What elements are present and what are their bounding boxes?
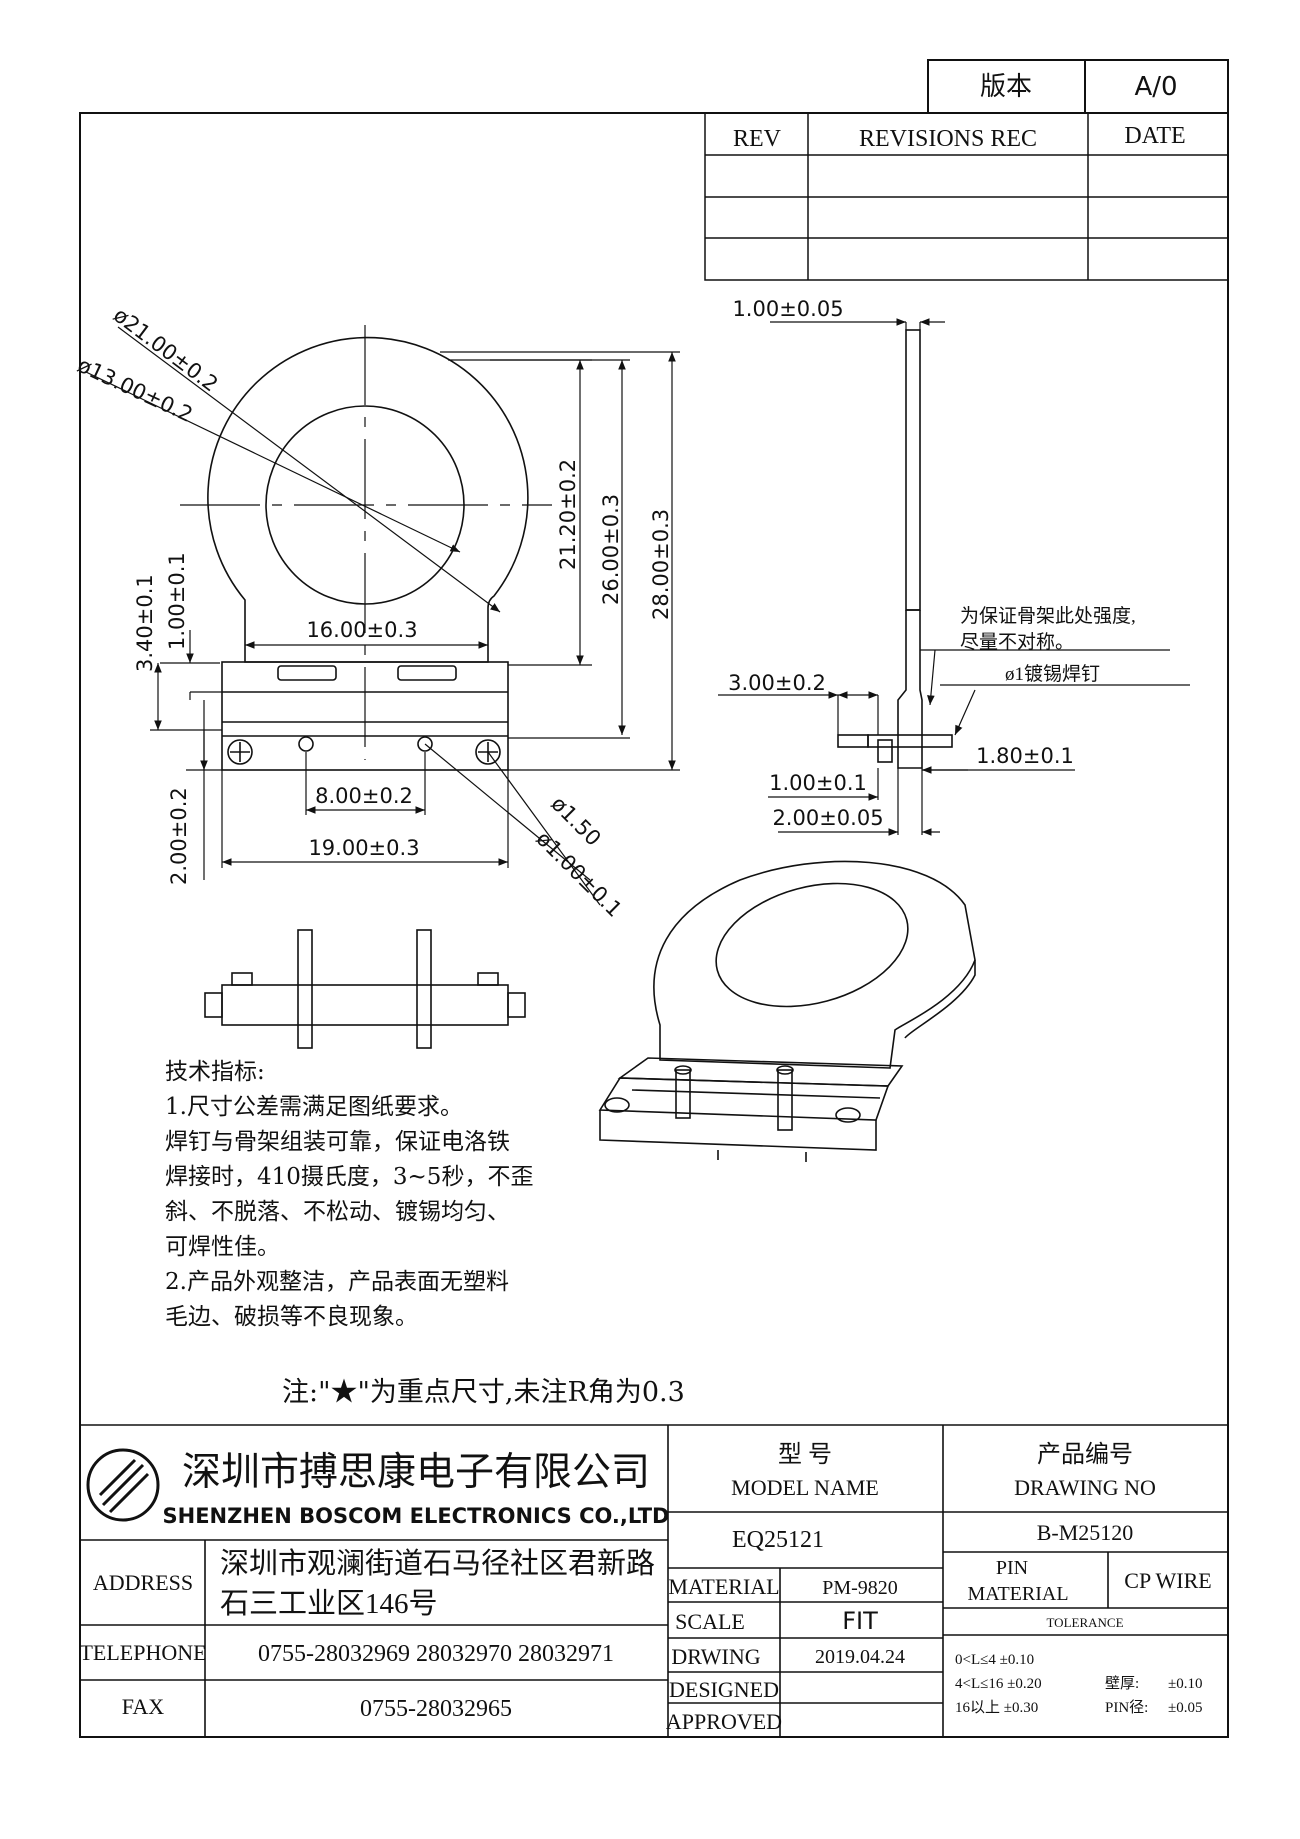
isometric-view (598, 860, 976, 1162)
dim-width-16: 16.00±0.3 (306, 618, 417, 642)
drwing-value: 2019.04.24 (815, 1646, 905, 1668)
dim-height-26: 26.00±0.3 (599, 494, 623, 605)
title-block-lines (80, 1424, 1228, 1737)
drawing-label-cn: 产品编号 (1037, 1441, 1133, 1468)
dim-width-1: 1.00±0.1 (769, 771, 867, 795)
front-view (180, 325, 552, 771)
material-label: MATERIAL (668, 1574, 779, 1599)
side-pin-note: ø1镀锡焊钉 (1005, 663, 1100, 685)
address-line-2: 石三工业区146号 (220, 1588, 438, 1620)
date-header: DATE (1124, 123, 1185, 149)
tech-notes: 技术指标: 1.尺寸公差需满足图纸要求。 焊钉与骨架组装可靠，保证电洛铁 焊接时… (165, 1055, 605, 1335)
scale-value: FIT (842, 1607, 878, 1635)
tolerance-row-3: 16以上 ±0.30 (955, 1699, 1038, 1716)
bobbin-base (221, 661, 509, 771)
company-name-en: SHENZHEN BOSCOM ELECTRONICS CO.,LTD (163, 1504, 670, 1528)
tech-note-line: 1.尺寸公差需满足图纸要求。 (165, 1094, 463, 1120)
revisions-header: REVISIONS REC (859, 126, 1037, 152)
tech-note-line: 斜、不脱落、不松动、镀锡均匀、 (165, 1199, 510, 1225)
tolerance-row-1: 0<L≤4 ±0.10 (955, 1652, 1034, 1668)
dim-width-19: 19.00±0.3 (308, 836, 419, 860)
tech-notes-title: 技术指标: (165, 1059, 265, 1085)
dim-width-8: 8.00±0.2 (315, 784, 413, 808)
dim-width-3: 3.00±0.2 (728, 671, 826, 695)
address-label: ADDRESS (93, 1570, 193, 1595)
model-value: EQ25121 (732, 1527, 824, 1553)
side-dimension-lines (718, 318, 1190, 836)
company-logo-icon (86, 1448, 160, 1522)
tech-note-line: 毛边、破损等不良现象。 (165, 1304, 418, 1330)
pin-label: PIN (996, 1557, 1028, 1579)
pin-material-value: CP WIRE (1124, 1568, 1211, 1593)
dim-height-1: 1.00±0.1 (165, 552, 189, 650)
dim-top-w: 1.00±0.05 (732, 297, 843, 321)
designed-label: DESIGNED (669, 1677, 779, 1702)
side-note-2: 尽量不对称。 (960, 631, 1074, 653)
tech-note-line: 2.产品外观整洁，产品表面无塑料 (165, 1269, 509, 1295)
fax-value: 0755-28032965 (360, 1696, 512, 1722)
pin-dia-value: ±0.05 (1168, 1700, 1202, 1716)
star-note: 注:"★"为重点尺寸,未注R角为0.3 (282, 1377, 685, 1408)
version-value: A/0 (1134, 72, 1177, 102)
bottom-view (204, 929, 526, 1049)
tech-note-line: 可焊性佳。 (165, 1234, 280, 1260)
model-label-en: MODEL NAME (731, 1475, 879, 1500)
tech-note-line: 焊钉与骨架组装可靠，保证电洛铁 (165, 1129, 510, 1155)
sheet-border (79, 112, 1229, 1738)
drawing-value: B-M25120 (1037, 1520, 1134, 1545)
model-label-cn: 型 号 (778, 1441, 832, 1468)
pin-material-label: MATERIAL (967, 1583, 1068, 1605)
side-view (837, 329, 953, 769)
version-box: 版本 A/0 (927, 59, 1229, 114)
fax-label: FAX (122, 1694, 164, 1719)
dim-height-21: 21.20±0.2 (556, 459, 580, 570)
dim-width-2: 2.00±0.05 (772, 806, 883, 830)
address-line-1: 深圳市观澜街道石马径社区君新路 (220, 1547, 655, 1580)
drawing-label-en: DRAWING NO (1014, 1475, 1156, 1500)
material-value: PM-9820 (822, 1577, 898, 1599)
dim-width-18: 1.80±0.1 (976, 744, 1074, 768)
company-name-cn: 深圳市搏思康电子有限公司 (182, 1451, 650, 1494)
ring-outline (207, 336, 529, 663)
tolerance-label: TOLERANCE (1046, 1615, 1123, 1630)
front-dimension-lines (85, 326, 680, 906)
version-label: 版本 (980, 72, 1032, 101)
dim-height-28: 28.00±0.3 (649, 509, 673, 620)
drwing-label: DRWING (671, 1644, 760, 1669)
pin-dia-label: PIN径: (1105, 1699, 1148, 1716)
tolerance-row-2: 4<L≤16 ±0.20 (955, 1676, 1042, 1692)
dim-height-2: 2.00±0.2 (167, 787, 191, 885)
approved-label: APPROVED (666, 1709, 782, 1734)
scale-label: SCALE (675, 1609, 745, 1634)
wall-value: ±0.10 (1168, 1676, 1202, 1692)
side-note-1: 为保证骨架此处强度, (960, 605, 1136, 627)
tech-note-line: 焊接时，410摄氏度，3~5秒，不歪 (165, 1164, 534, 1190)
rev-header: REV (733, 126, 782, 152)
dim-height-34: 3.40±0.1 (133, 574, 157, 672)
wall-label: 壁厚: (1105, 1675, 1139, 1692)
telephone-label: TELEPHONE (79, 1640, 206, 1665)
telephone-value: 0755-28032969 28032970 28032971 (258, 1641, 614, 1667)
revision-table (704, 112, 1229, 281)
